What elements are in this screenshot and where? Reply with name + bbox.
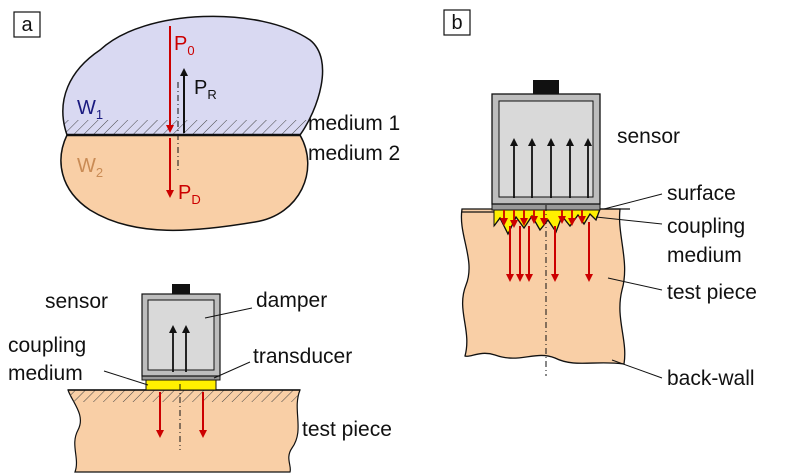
surface-leader <box>603 193 663 210</box>
small-test-piece-label: test piece <box>302 418 392 441</box>
panel-a-label: a <box>21 14 33 36</box>
interface-hatch <box>60 120 323 135</box>
coupling-b-leader <box>595 216 663 225</box>
coupling-leader <box>103 370 149 386</box>
large-coupling-label-1: coupling <box>667 215 745 238</box>
panel-a: a P0 PR PD W1 W2 medium 1 medium 2 <box>8 11 400 473</box>
large-sensor-label: sensor <box>617 125 680 148</box>
panel-b-label-box <box>443 9 471 36</box>
small-damper <box>147 299 215 371</box>
blob-outline <box>60 15 324 232</box>
back-wall-label: back-wall <box>667 367 755 390</box>
coupling-red-arrows <box>500 210 586 228</box>
interface-blob <box>60 16 323 231</box>
large-coupling-label-2: medium <box>667 244 742 267</box>
surface-label: surface <box>667 182 736 205</box>
incident-wave-label: P0 <box>174 33 195 58</box>
panel-b: b <box>443 9 757 390</box>
panel-a-label-box <box>13 11 41 38</box>
large-test-piece <box>460 208 626 365</box>
large-test-piece-label: test piece <box>667 281 757 304</box>
medium-1-label: medium 1 <box>308 112 400 135</box>
small-coupling-label-2: medium <box>8 362 83 385</box>
small-test-piece-hatch <box>70 390 298 402</box>
back-wall-leader <box>611 359 663 379</box>
test-piece-b-leader <box>607 277 663 291</box>
small-sensor-label: sensor <box>45 290 108 313</box>
large-connector <box>533 80 559 94</box>
impedance-w1-label: W1 <box>77 97 103 122</box>
small-coupling-layer <box>145 379 217 391</box>
small-connector <box>172 284 190 294</box>
impedance-w2-label: W2 <box>77 155 103 180</box>
transducer-leader <box>213 361 251 379</box>
transducer-label: transducer <box>253 345 352 368</box>
small-sensor-assembly: sensor damper coupling medium transducer… <box>8 284 392 473</box>
small-coupling-label-1: coupling <box>8 334 86 357</box>
transmitted-wave-label: PD <box>178 182 201 207</box>
damper-leader <box>204 307 253 319</box>
damper-label: damper <box>256 289 327 312</box>
panel-b-label: b <box>451 12 462 34</box>
medium-2-label: medium 2 <box>308 142 400 165</box>
small-test-piece <box>67 389 301 473</box>
reflected-wave-label: PR <box>194 77 217 102</box>
